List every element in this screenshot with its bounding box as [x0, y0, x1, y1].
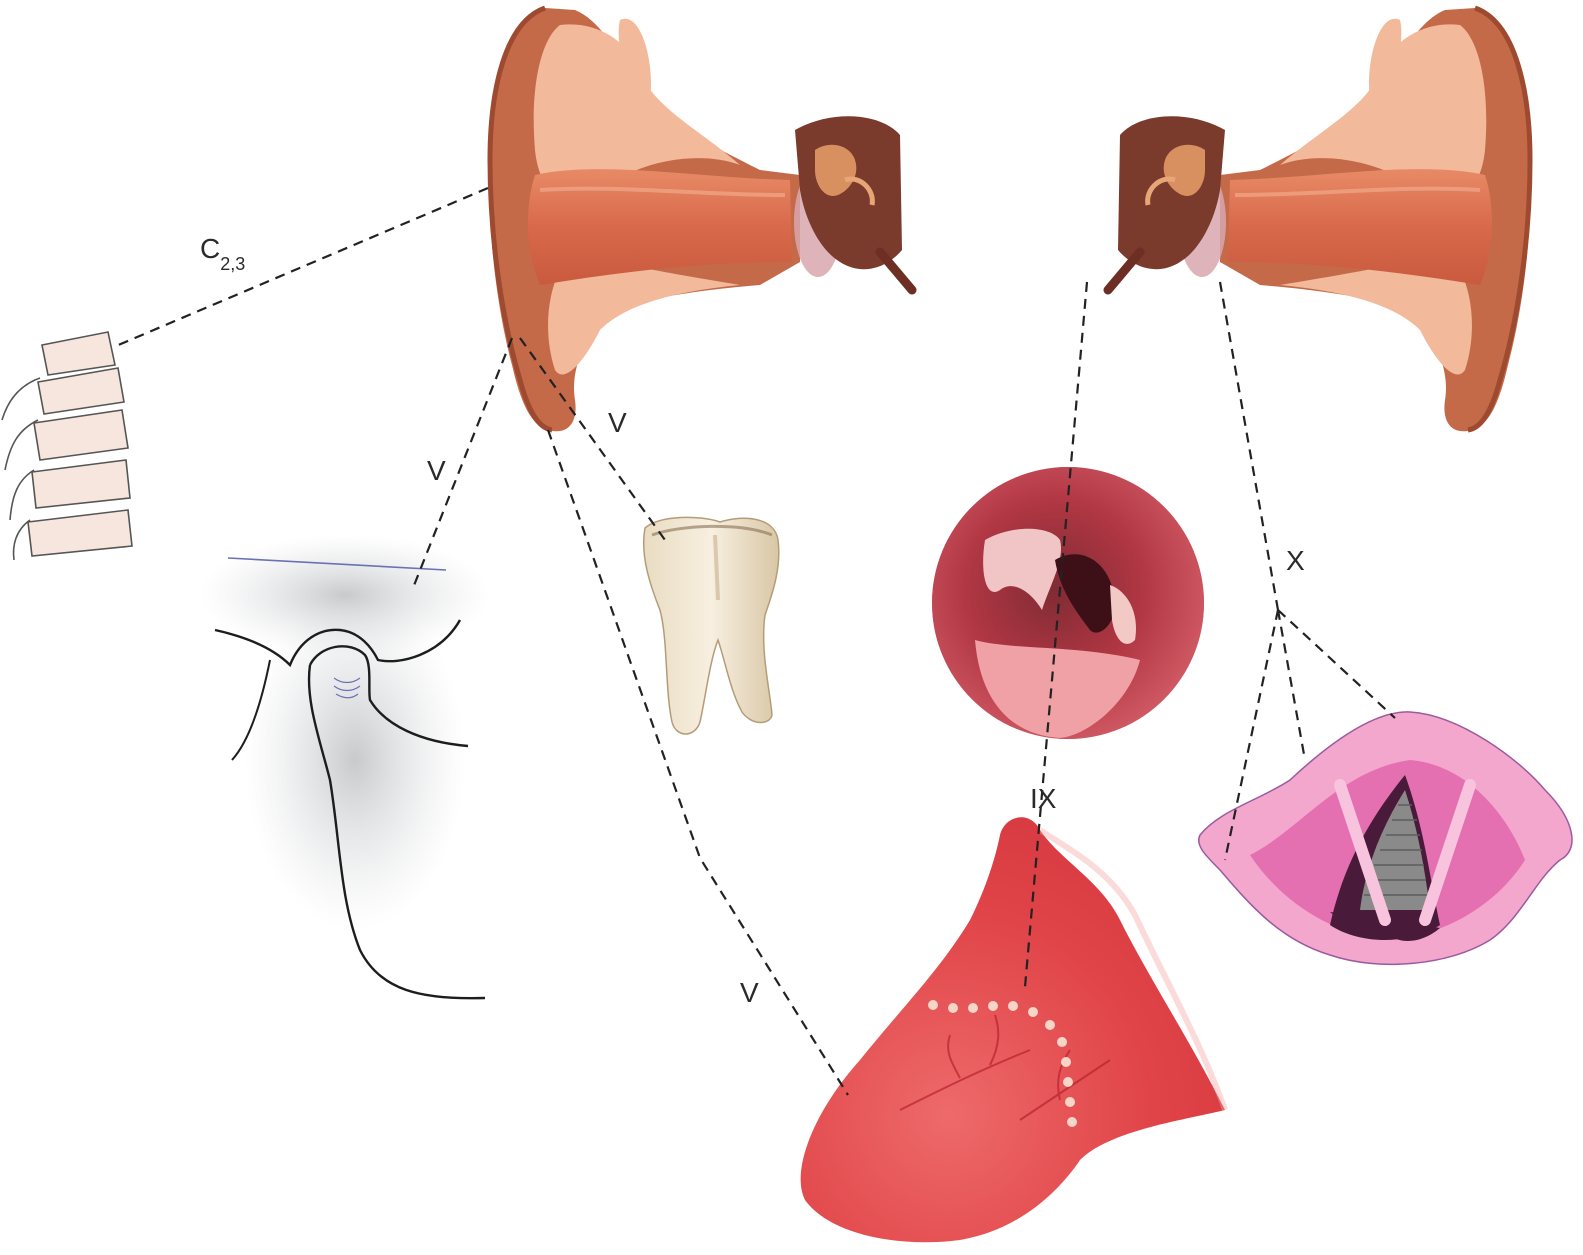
label-glossopharyngeal: IX: [1030, 783, 1057, 814]
cervical-spine-icon: [2, 332, 132, 560]
larynx-icon: [1199, 712, 1572, 964]
label-trigeminal-tooth: V: [608, 407, 627, 438]
connector-cervical: [116, 188, 488, 346]
label-trigeminal-tmj: V: [427, 455, 446, 486]
tongue-icon: [801, 817, 1225, 1242]
connector-larynx-b: [1278, 610, 1305, 760]
ear-right-icon: [1108, 8, 1531, 431]
label-cervical: C2,3: [200, 233, 245, 274]
ear-left-icon: [489, 8, 912, 431]
label-vagus: X: [1286, 545, 1305, 576]
connector-vagus: [1220, 282, 1278, 610]
label-trigeminal-tongue: V: [740, 977, 759, 1008]
connector-tooth: [520, 338, 665, 540]
tmj-icon: [200, 535, 490, 998]
molar-tooth-icon: [644, 517, 779, 734]
